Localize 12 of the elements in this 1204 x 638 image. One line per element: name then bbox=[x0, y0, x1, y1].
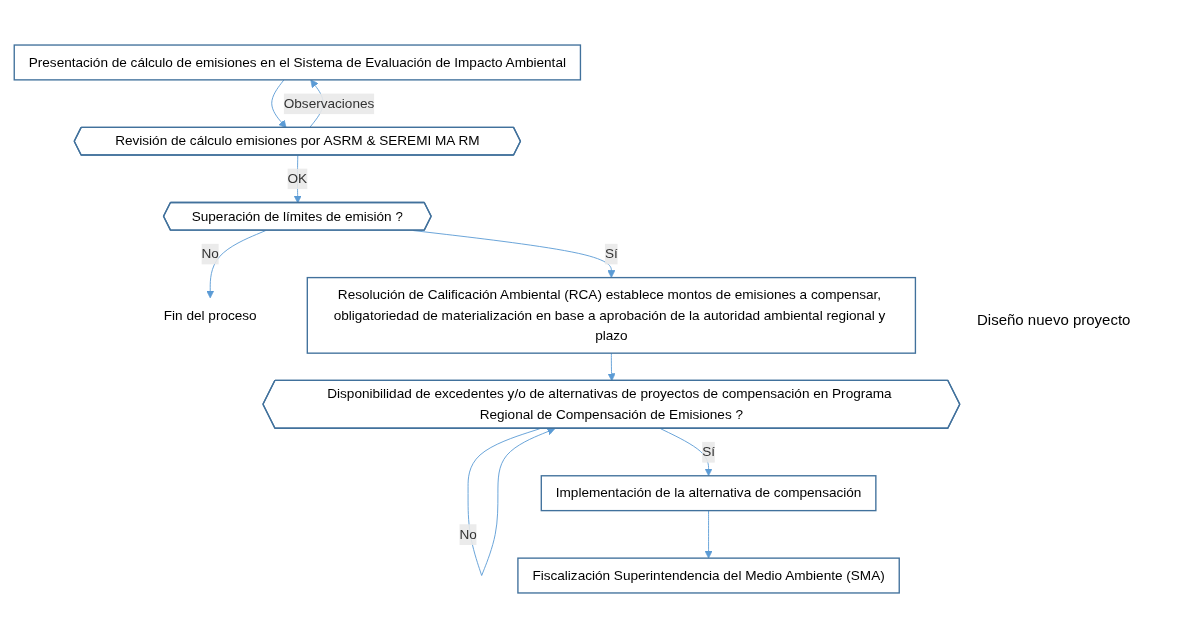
edge-label: OK bbox=[287, 170, 308, 186]
note-label: Diseño nuevo proyecto bbox=[977, 310, 1132, 328]
node-box: Resolución de Calificación Ambiental (RCA) establece montos de emisiones a compensar, obligatoriedad de materialización en base a aprobación de la autoridad ambiental regional y plazo bbox=[306, 276, 917, 354]
node-box: Presentación de cálculo de emisiones en el Sistema de Evaluación de Impacto Ambiental bbox=[13, 44, 582, 81]
edge-label: No bbox=[459, 526, 477, 542]
node-box: Implementación de la alternativa de compensación bbox=[540, 475, 877, 512]
edge-label: No bbox=[201, 245, 219, 261]
node-text: Fin del proceso bbox=[163, 307, 257, 323]
edge-label: Sí bbox=[604, 245, 618, 261]
edge-label: Sí bbox=[702, 443, 715, 460]
node-box: Fiscalización Superintendencia del Medio Ambiente (SMA) bbox=[517, 557, 900, 594]
edge-label: Observaciones bbox=[283, 95, 375, 111]
